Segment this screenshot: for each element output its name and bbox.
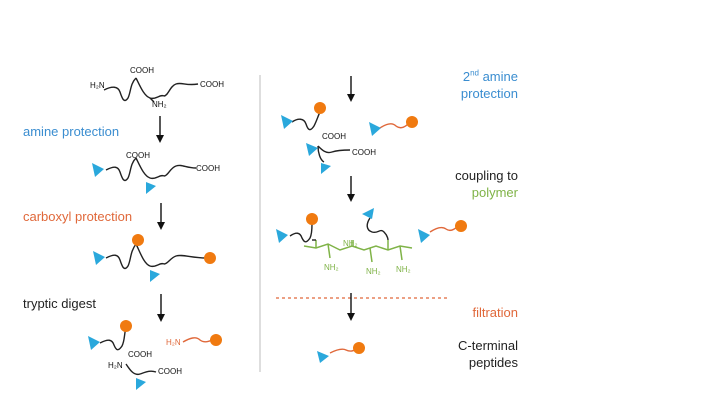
carboxyl-group-icon [210,334,222,346]
protecting-group-icon [321,163,331,174]
coupled-fragment-1 [289,223,316,243]
carboxyl-group-icon [306,213,318,225]
cooh-label: COOH [200,80,224,89]
label-protection-word: protection [460,86,518,101]
fragment-double-protected-2 [317,145,351,163]
protecting-group-icon [146,182,156,194]
carboxyl-group-icon [204,252,216,264]
c-terminal-fragment [182,337,213,343]
label-coupling-to: coupling to [455,168,518,183]
cooh-label: COOH [196,164,220,173]
digest-fragment-2 [125,363,157,376]
label-second-amine-protection: 2nd amine protection [410,68,518,102]
nh2-label-green: NH₂ [343,239,358,248]
label-c-terminal: C-terminal [458,338,518,353]
carboxyl-group-icon [406,116,418,128]
label-polymer: polymer [471,185,518,200]
label-second-suffix: nd [470,68,479,78]
nh2-label-green: NH₂ [396,265,411,274]
cooh-label: COOH [352,148,376,157]
protecting-group-icon [317,351,329,363]
label-coupling: coupling to polymer [410,167,518,201]
protecting-group-icon [136,378,146,390]
h2n-label: H₂N [90,81,105,90]
h2n-label-orange: H₂N [166,338,181,347]
label-filtration: filtration [472,305,518,320]
protecting-group-icon [92,163,104,177]
label-c-terminal-peptides: C-terminal peptides [410,337,518,371]
cooh-label: COOH [322,132,346,141]
nh2-label-green: NH₂ [366,267,381,276]
protecting-group-icon [88,336,100,350]
carboxyl-group-icon [314,102,326,114]
carboxyl-group-icon [455,220,467,232]
cooh-label: COOH [126,151,150,160]
peptide-amine-protected [105,157,197,182]
fragment-double-protected [291,111,321,131]
protecting-group-icon [150,270,160,282]
cooh-label: COOH [128,350,152,359]
protecting-group-icon [306,143,318,156]
carboxyl-group-icon [353,342,365,354]
coupled-fragment-2 [366,217,389,241]
protecting-group-icon [276,229,288,243]
protecting-group-icon [369,122,381,136]
cooh-label: COOH [158,367,182,376]
c-terminal-fragment [429,225,459,233]
peptide-start [103,77,199,103]
label-peptides: peptides [468,355,518,370]
c-terminal-fragment [329,348,357,354]
label-carboxyl-protection: carboxyl protection [23,209,133,224]
label-amine-protection: amine protection [23,124,120,139]
label-tryptic-digest: tryptic digest [23,296,96,311]
label-amine-word: amine [478,69,518,84]
polymer-backbone [303,240,413,263]
carboxyl-group-icon [120,320,132,332]
label-second-number: 2 [462,69,471,84]
protecting-group-icon [362,208,374,219]
h2n-label: H₂N [108,361,123,370]
protecting-group-icon [93,251,105,265]
carboxyl-group-icon [132,234,144,246]
digest-fragment-1 [99,327,127,351]
cooh-label: COOH [130,66,154,75]
nh2-label: NH₂ [152,100,167,109]
protecting-group-icon [281,115,293,129]
c-terminal-fragment [379,123,409,129]
nh2-label-green: NH₂ [324,263,339,272]
protecting-group-icon [418,229,430,243]
peptide-carboxyl-protected [105,243,207,270]
